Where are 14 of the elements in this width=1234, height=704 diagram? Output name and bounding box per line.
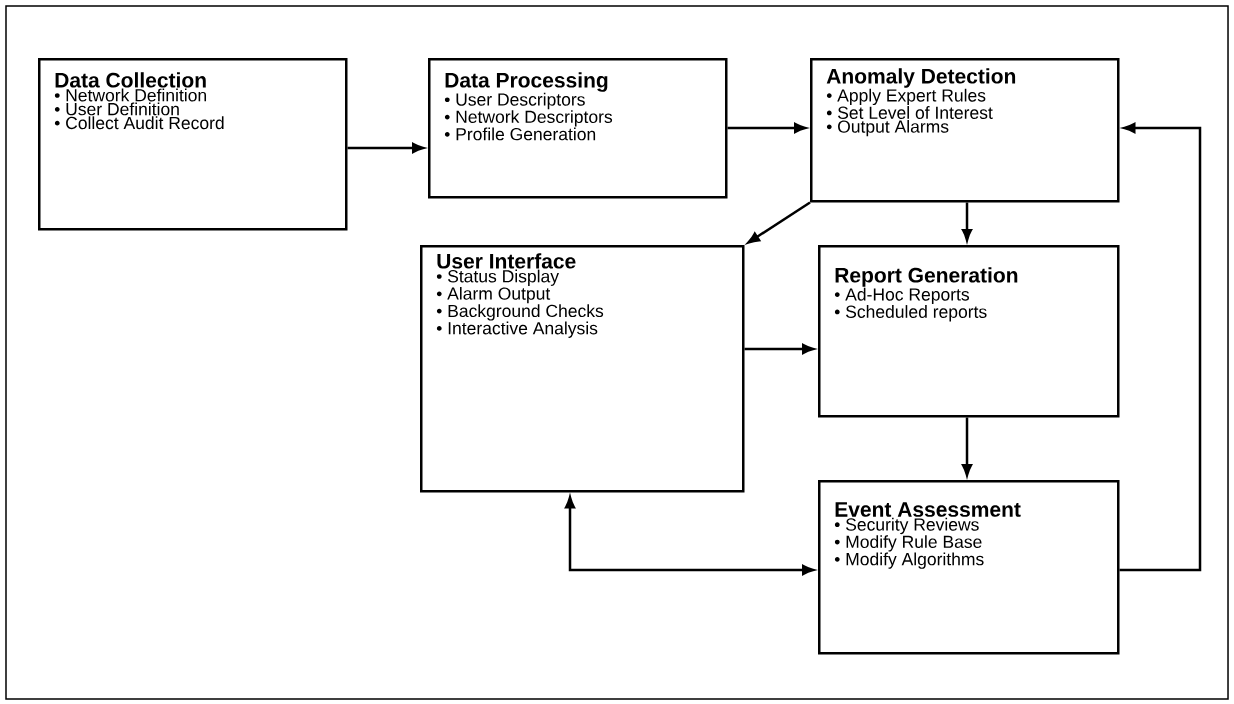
- process-box: Event Assessment • Security Reviews • Modify Rule Base • Modify Algorithms: [818, 480, 1120, 655]
- arrow: [347, 142, 425, 154]
- process-box: Data Collection • Network Definition • User Definition • Collect Audit Record: [38, 58, 348, 231]
- arrow: [727, 122, 807, 134]
- process-box: Anomaly Detection • Apply Expert Rules • Set Level of Interest • Output Alarms: [810, 58, 1120, 203]
- arrow: [564, 496, 815, 576]
- arrow: [961, 202, 973, 242]
- arrow: [744, 343, 815, 355]
- process-box: Report Generation • Ad-Hoc Reports • Scheduled reports: [818, 245, 1120, 418]
- process-box: Data Processing • User Descriptors • Network Descriptors • Profile Generation: [428, 58, 728, 199]
- arrow: [747, 201, 811, 244]
- arrow: [961, 417, 973, 477]
- process-box: User Interface • Status Display • Alarm Output • Background Checks • Interactive Analysis: [420, 245, 745, 493]
- arrow: [1119, 122, 1202, 572]
